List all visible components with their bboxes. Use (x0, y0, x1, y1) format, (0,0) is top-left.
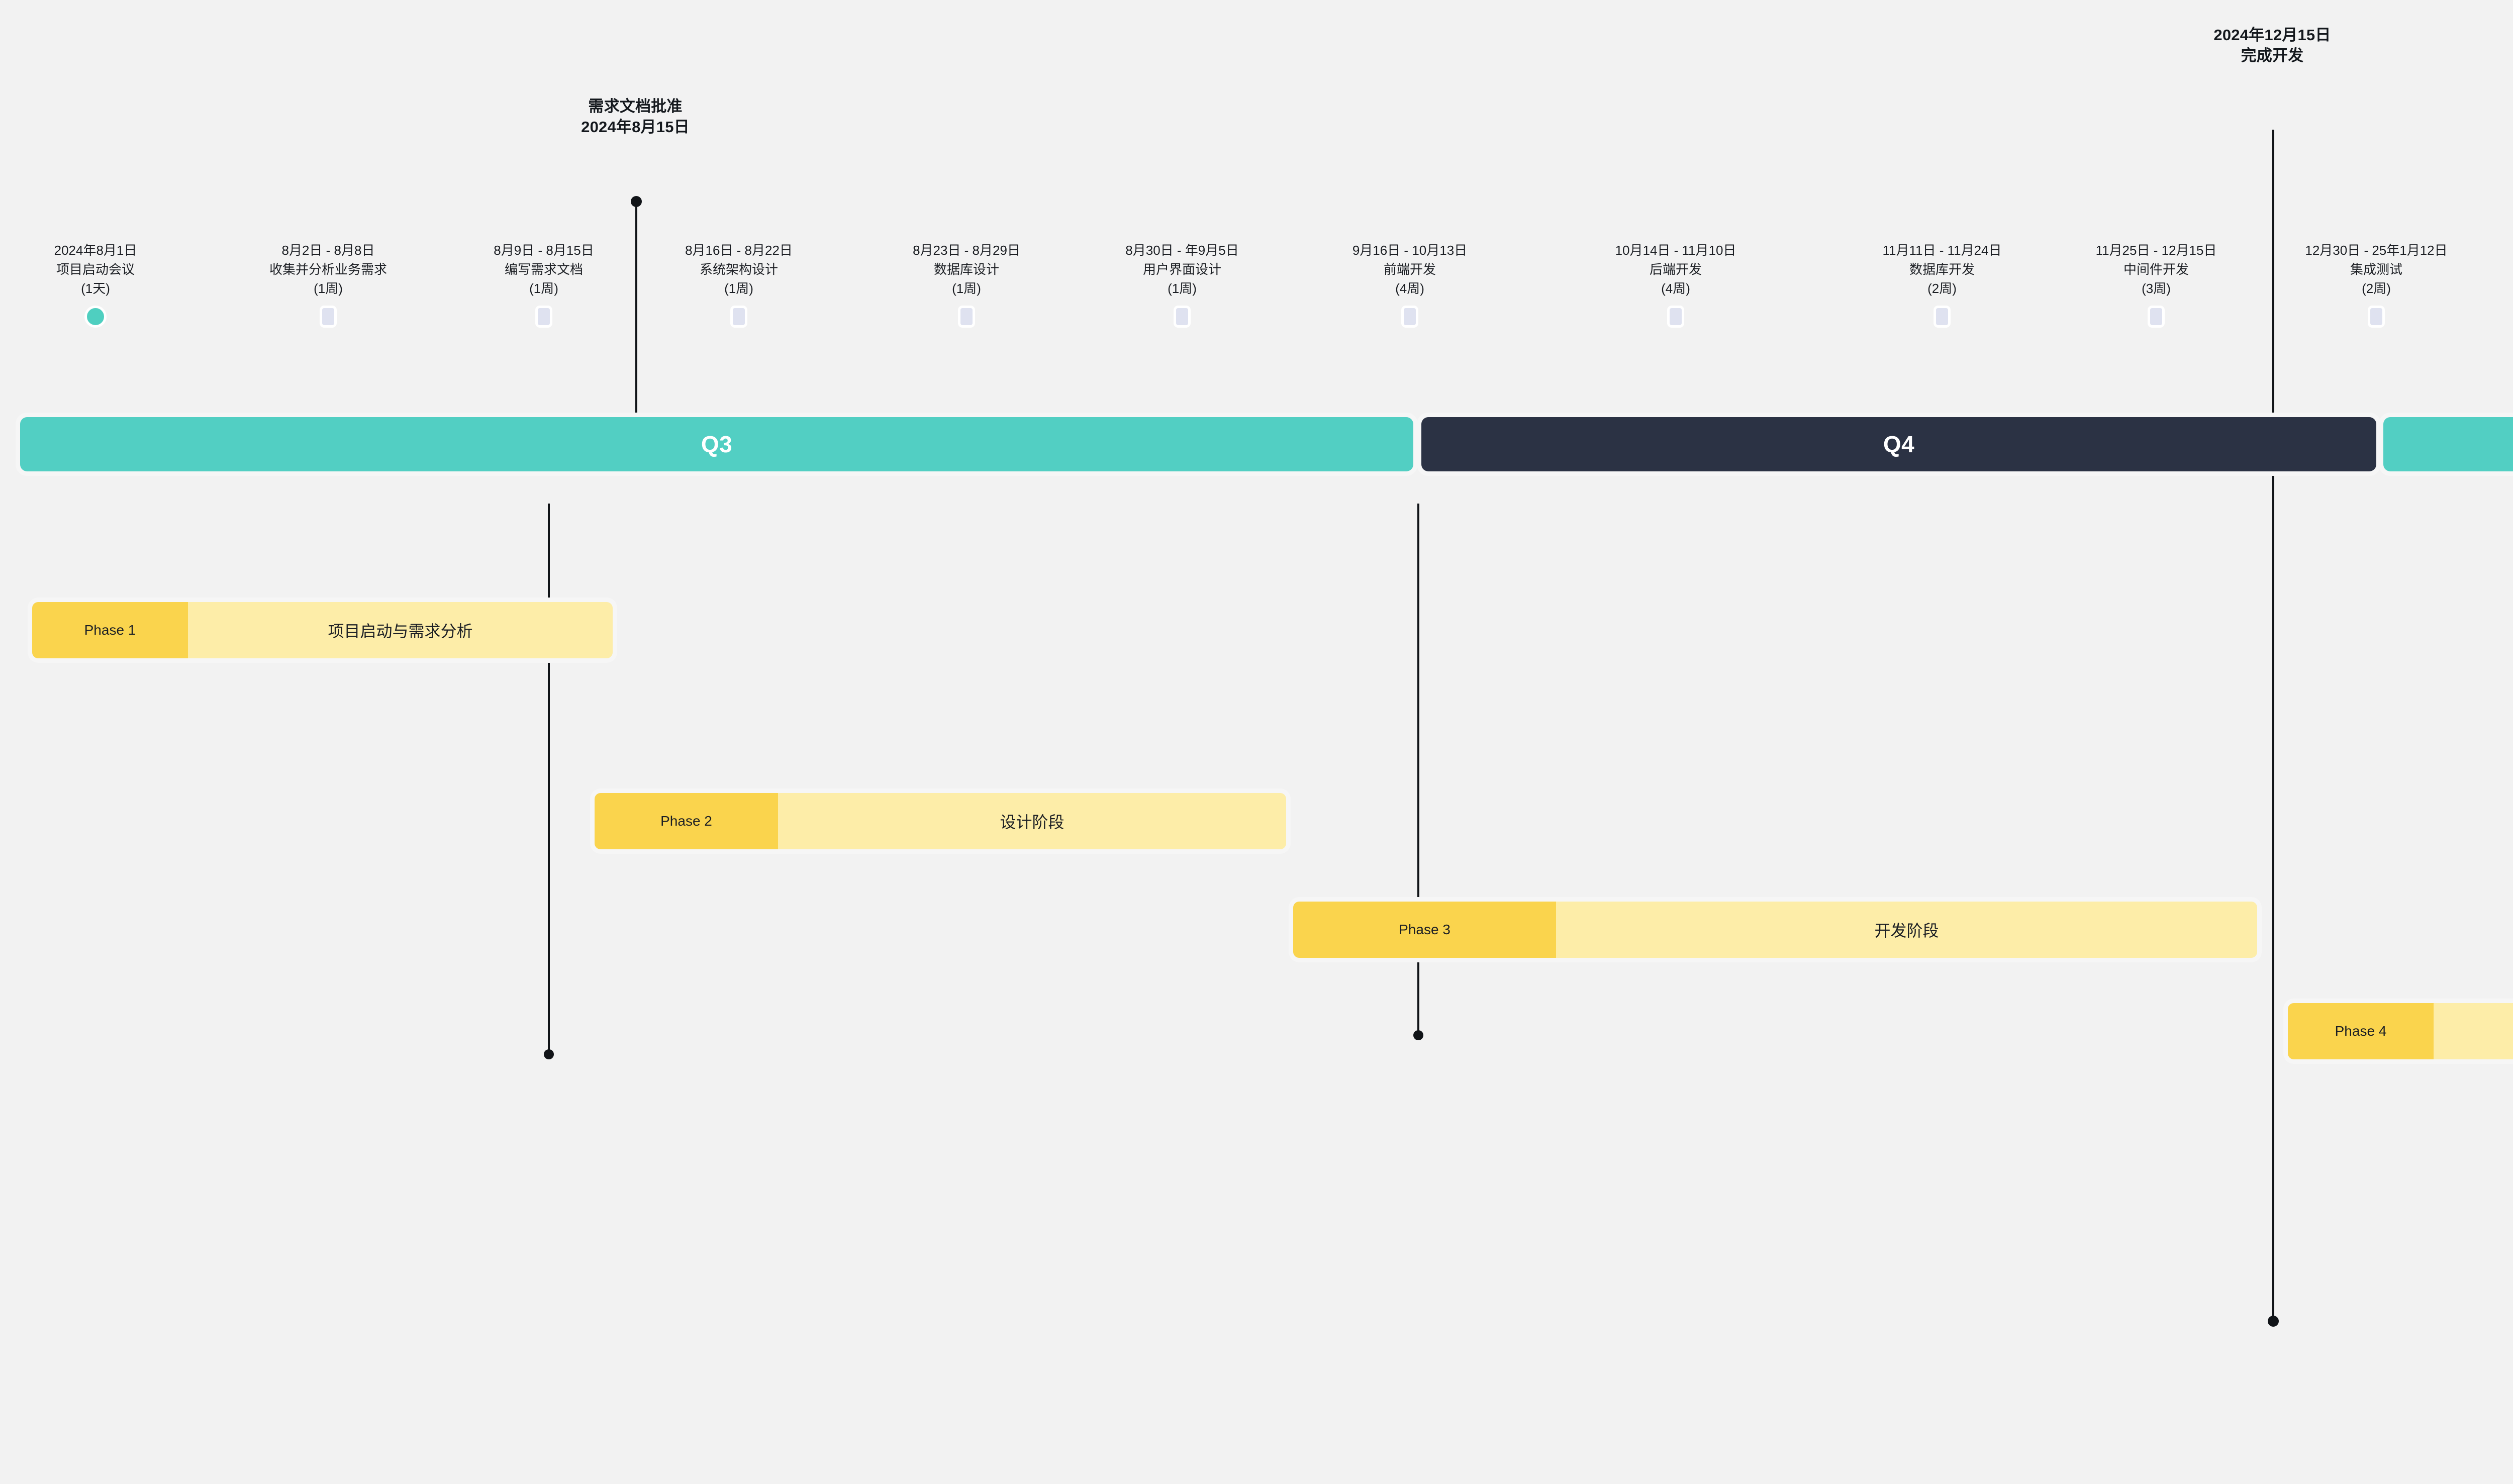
task-column[interactable]: 12月30日 - 25年1月12日集成测试 (2周) (2271, 241, 2482, 328)
connector-dot-icon (1413, 1030, 1423, 1040)
connector-dot-icon (544, 1049, 554, 1059)
milestone-label: 2024年12月15日完成开发 (2061, 25, 2483, 66)
task-duration: (2周) (2476, 279, 2513, 299)
task-dates: 10月14日 - 11月10日 (1615, 243, 1736, 258)
milestone-title: 需求文档批准 (588, 97, 683, 115)
quarter-label: Q3 (701, 431, 733, 457)
task-duration: (4周) (1661, 280, 1690, 296)
task-name: 收集并分析业务需求 (269, 261, 387, 277)
connector-line (1413, 504, 1423, 1040)
task-dates: 8月16日 - 8月22日 (685, 243, 793, 258)
phase-name: 开发阶段 (1556, 902, 2257, 958)
quarter-band-q1: Q1 (2383, 417, 2513, 471)
task-dates: 8月23日 - 8月29日 (913, 243, 1020, 258)
task-dates: 11月11日 - 11月24日 (1882, 243, 2002, 258)
task-duration: (1周) (1168, 280, 1197, 296)
task-marker-icon[interactable] (1174, 305, 1191, 328)
task-name: 数据库开发 (1909, 261, 1975, 277)
task-column[interactable]: 8月16日 - 8月22日系统架构设计 (1周) (633, 241, 844, 328)
task-duration: (1周) (724, 280, 753, 296)
milestone-label: 需求文档批准 2024年8月15日 (424, 96, 846, 138)
task-marker-icon[interactable] (320, 305, 337, 328)
phase-tag: Phase 2 (595, 793, 778, 849)
task-marker-icon[interactable] (1667, 305, 1684, 328)
task-column[interactable]: 11月25日 - 12月15日中间件开发 (3周) (2051, 241, 2262, 328)
task-dates: 8月30日 - 年9月5日 (1125, 243, 1239, 258)
task-marker-icon[interactable] (730, 305, 747, 328)
phase-tag: Phase 4 (2288, 1003, 2434, 1059)
task-duration: (3周) (2142, 280, 2171, 296)
task-duration: (2周) (1927, 280, 1957, 296)
task-name: 后端开发 (1649, 261, 1702, 277)
task-column[interactable]: 2024年8月1日项目启动会议 (1天) (0, 241, 201, 328)
task-name: 项目启动会议 (56, 261, 135, 277)
phase-name: 项目启动与需求分析 (188, 602, 613, 658)
task-marker-icon[interactable] (2148, 305, 2165, 328)
quarter-band-q4: Q4 (1421, 417, 2376, 471)
task-column[interactable]: 1月13日 - 1月26日系统测试(2周) (2476, 241, 2513, 328)
task-name: 系统架构设计 (699, 261, 778, 277)
milestone-dot-icon (631, 196, 642, 207)
task-column[interactable]: 10月14日 - 11月10日后端开发 (4周) (1570, 241, 1781, 328)
task-dates: 8月9日 - 8月15日 (494, 243, 594, 258)
task-marker-icon[interactable] (1401, 305, 1418, 328)
phase-name: 设计阶段 (778, 793, 1286, 849)
connector-line (544, 504, 554, 1059)
task-dates: 11月25日 - 12月15日 (2095, 243, 2217, 258)
task-name: 集成测试 (2350, 261, 2402, 277)
task-duration: (2周) (2362, 280, 2391, 296)
task-name: 前端开发 (1383, 261, 1436, 277)
task-start-marker-icon[interactable] (84, 305, 107, 328)
phase-name: 测试阶段 (2434, 1003, 2513, 1059)
task-duration: (1天) (81, 280, 110, 296)
task-name: 中间件开发 (2123, 261, 2189, 277)
task-duration: (1周) (314, 280, 343, 296)
quarter-label: Q4 (1883, 431, 1915, 457)
task-marker-icon[interactable] (1934, 305, 1951, 328)
phase-tag: Phase 3 (1293, 902, 1556, 958)
task-dates: 1月13日 - 1月26日 (2476, 241, 2513, 260)
task-marker-icon[interactable] (958, 305, 975, 328)
task-column[interactable]: 8月2日 - 8月8日收集并分析业务需求 (1周) (223, 241, 434, 328)
task-duration: (4周) (1395, 280, 1424, 296)
milestone-stem (2272, 130, 2274, 1322)
task-column[interactable]: 8月30日 - 年9月5日用户界面设计 (1周) (1077, 241, 1288, 328)
task-column[interactable]: 9月16日 - 10月13日前端开发 (4周) (1304, 241, 1515, 328)
milestone-dot-icon (2268, 1316, 2279, 1327)
task-duration: (1周) (952, 280, 981, 296)
task-dates: 2024年8月1日 (54, 243, 137, 258)
phase-tag: Phase 1 (32, 602, 188, 658)
milestone-title: 2024年12月15日 (2213, 26, 2331, 44)
quarter-band-q3: Q3 (20, 417, 1413, 471)
task-name: 编写需求文档 (504, 261, 583, 277)
task-column[interactable]: 8月23日 - 8月29日数据库设计 (1周) (861, 241, 1072, 328)
phase-bar[interactable]: Phase 4测试阶段 (2288, 1003, 2513, 1059)
task-dates: 8月2日 - 8月8日 (281, 243, 375, 258)
task-dates: 9月16日 - 10月13日 (1352, 243, 1468, 258)
milestone-stem (635, 201, 637, 415)
task-name: 系统测试 (2476, 260, 2513, 279)
task-marker-icon[interactable] (535, 305, 552, 328)
task-column[interactable]: 8月9日 - 8月15日编写需求文档 (1周) (438, 241, 649, 328)
task-marker-icon[interactable] (2368, 305, 2385, 328)
task-name: 数据库设计 (933, 261, 999, 277)
task-column[interactable]: 11月11日 - 11月24日数据库开发 (2周) (1837, 241, 2048, 328)
milestone-date: 完成开发 (2241, 46, 2304, 64)
milestone-date: 2024年8月15日 (581, 118, 690, 136)
task-name: 用户界面设计 (1142, 261, 1221, 277)
task-duration: (1周) (529, 280, 558, 296)
task-dates: 12月30日 - 25年1月12日 (2305, 243, 2448, 258)
